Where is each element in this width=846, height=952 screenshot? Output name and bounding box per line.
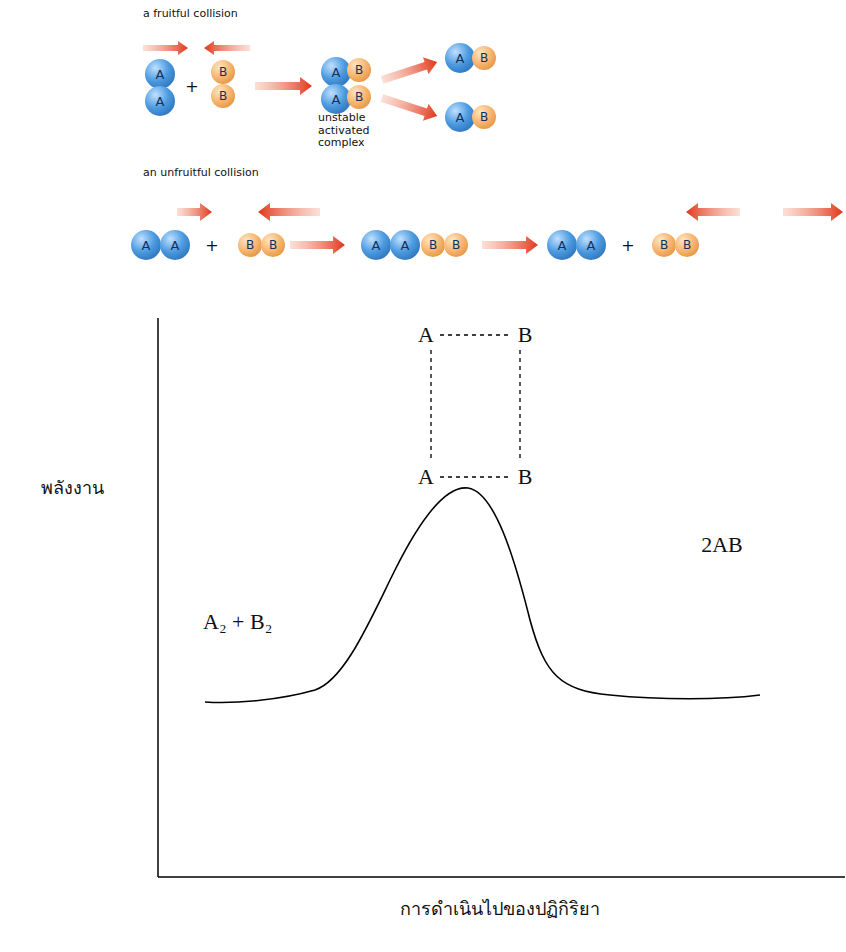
atom-b: B xyxy=(675,233,699,257)
atom-a: A xyxy=(160,230,190,260)
atom-b: B xyxy=(261,233,285,257)
plus-sign: + xyxy=(621,236,634,255)
atom-letter: B xyxy=(660,239,668,251)
atom-letter: A xyxy=(332,93,341,106)
atom-letter: A xyxy=(456,111,465,124)
atom-letter: A xyxy=(171,239,180,252)
atom-b: B xyxy=(211,84,235,108)
atom-a: A xyxy=(131,230,161,260)
motion-arrow xyxy=(686,203,740,221)
atom-a: A xyxy=(576,230,606,260)
section-title: an unfruitful collision xyxy=(143,166,259,179)
atom-b: B xyxy=(652,233,676,257)
atom-b: B xyxy=(444,233,468,257)
dashed-bonds xyxy=(431,335,520,477)
motion-arrow xyxy=(177,203,212,221)
energy-curve xyxy=(205,488,760,703)
atom-letter: B xyxy=(355,64,363,76)
atom-letter: B xyxy=(219,66,227,78)
atom-a: A xyxy=(547,230,577,260)
atom-b: B xyxy=(421,233,445,257)
complex-caption: unstable activated complex xyxy=(318,112,398,150)
reaction-arrow xyxy=(482,236,538,254)
atom-b: B xyxy=(347,58,371,82)
plus-sign: + xyxy=(185,77,198,96)
atom-b: B xyxy=(472,105,496,129)
atom-letter: B xyxy=(429,239,437,251)
section-title: a fruitful collision xyxy=(143,7,238,20)
atom-letter: A xyxy=(456,52,465,65)
reaction-arrow xyxy=(255,77,312,95)
reaction-arrow xyxy=(290,236,345,254)
atom-letter: B xyxy=(480,111,488,123)
motion-arrow xyxy=(204,41,250,55)
atom-b: B xyxy=(238,233,262,257)
atom-letter: B xyxy=(219,90,227,102)
atom-letter: A xyxy=(142,239,151,252)
atom-letter: A xyxy=(372,239,381,252)
atom-letter: B xyxy=(480,52,488,64)
atom-a: A xyxy=(145,59,175,89)
atom-letter: B xyxy=(269,239,277,251)
plus-sign: + xyxy=(205,236,218,255)
atom-a: A xyxy=(145,86,175,116)
axis-title: พลังงาน xyxy=(41,473,104,502)
atom-letter: A xyxy=(332,66,341,79)
motion-arrow xyxy=(783,203,843,221)
atom-a: A xyxy=(445,102,475,132)
products-label: 2AB xyxy=(701,532,743,558)
atom-b: B xyxy=(347,85,371,109)
atom-symbol: A xyxy=(418,464,434,490)
atom-letter: A xyxy=(156,68,165,81)
atom-symbol: A xyxy=(418,322,434,348)
atom-a: A xyxy=(361,230,391,260)
atom-b: B xyxy=(211,60,235,84)
atom-letter: A xyxy=(401,239,410,252)
atom-b: B xyxy=(472,46,496,70)
atom-symbol: B xyxy=(518,464,533,490)
reactants-label: A₂ + B₂ xyxy=(203,609,272,635)
motion-arrow xyxy=(258,203,320,221)
atom-letter: B xyxy=(355,91,363,103)
axis-title: การดำเนินไปของปฏิกิริยา xyxy=(400,894,600,923)
atom-letter: B xyxy=(246,239,254,251)
atom-letter: A xyxy=(156,95,165,108)
atom-a: A xyxy=(390,230,420,260)
atom-letter: B xyxy=(683,239,691,251)
y-axis xyxy=(157,318,159,877)
reaction-arrow xyxy=(379,89,440,124)
reaction-arrow xyxy=(379,54,440,89)
x-axis xyxy=(158,876,845,878)
motion-arrow xyxy=(143,41,188,55)
atom-letter: A xyxy=(558,239,567,252)
atom-a: A xyxy=(445,43,475,73)
atom-letter: A xyxy=(587,239,596,252)
atom-symbol: B xyxy=(518,322,533,348)
atom-letter: B xyxy=(452,239,460,251)
